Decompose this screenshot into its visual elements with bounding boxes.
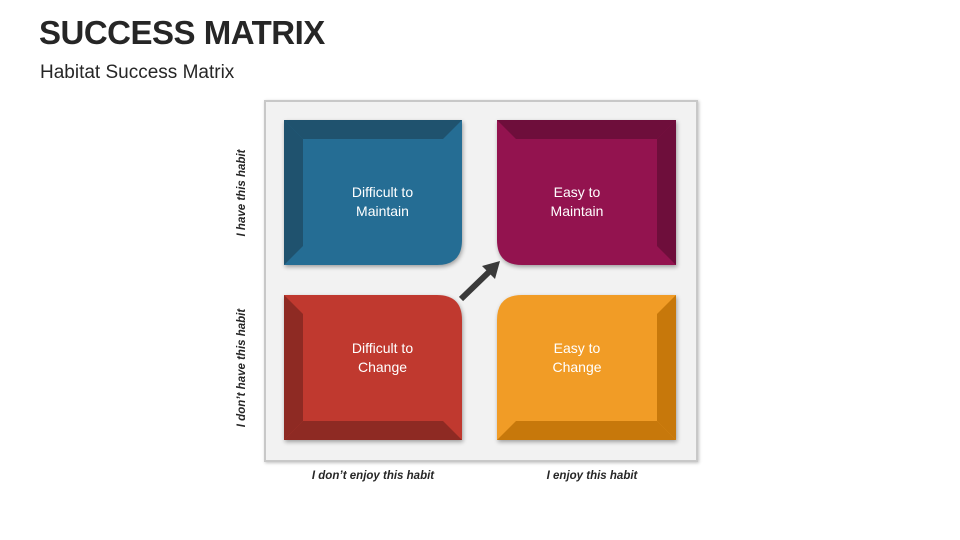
- quadrant-label-line1: Easy to: [553, 340, 601, 356]
- quadrant-label-line1: Difficult to: [351, 184, 414, 200]
- quadrant-easy-to-maintain: Easy to Maintain: [497, 120, 676, 265]
- quadrant-label-line2: Maintain: [356, 203, 409, 219]
- y-axis-label-top: I have this habit: [236, 149, 248, 237]
- x-axis-label-left: I don’t enjoy this habit: [311, 470, 435, 482]
- y-axis-label-bottom: I don’t have this habit: [236, 308, 248, 428]
- quadrant-label-line1: Easy to: [553, 184, 601, 200]
- slide-subtitle: Habitat Success Matrix: [40, 62, 235, 83]
- quadrant-difficult-to-change: Difficult to Change: [284, 295, 462, 440]
- quadrant-difficult-to-maintain: Difficult to Maintain: [284, 120, 462, 265]
- quadrant-label-line2: Change: [357, 359, 408, 375]
- quadrant-label-line2: Change: [552, 359, 602, 375]
- quadrant-label-line1: Difficult to: [351, 340, 414, 356]
- x-axis-label-right: I enjoy this habit: [546, 470, 638, 482]
- slide-title: SUCCESS MATRIX: [39, 14, 325, 51]
- quadrant-easy-to-change: Easy to Change: [497, 295, 676, 440]
- quadrant-label-line2: Maintain: [550, 203, 604, 219]
